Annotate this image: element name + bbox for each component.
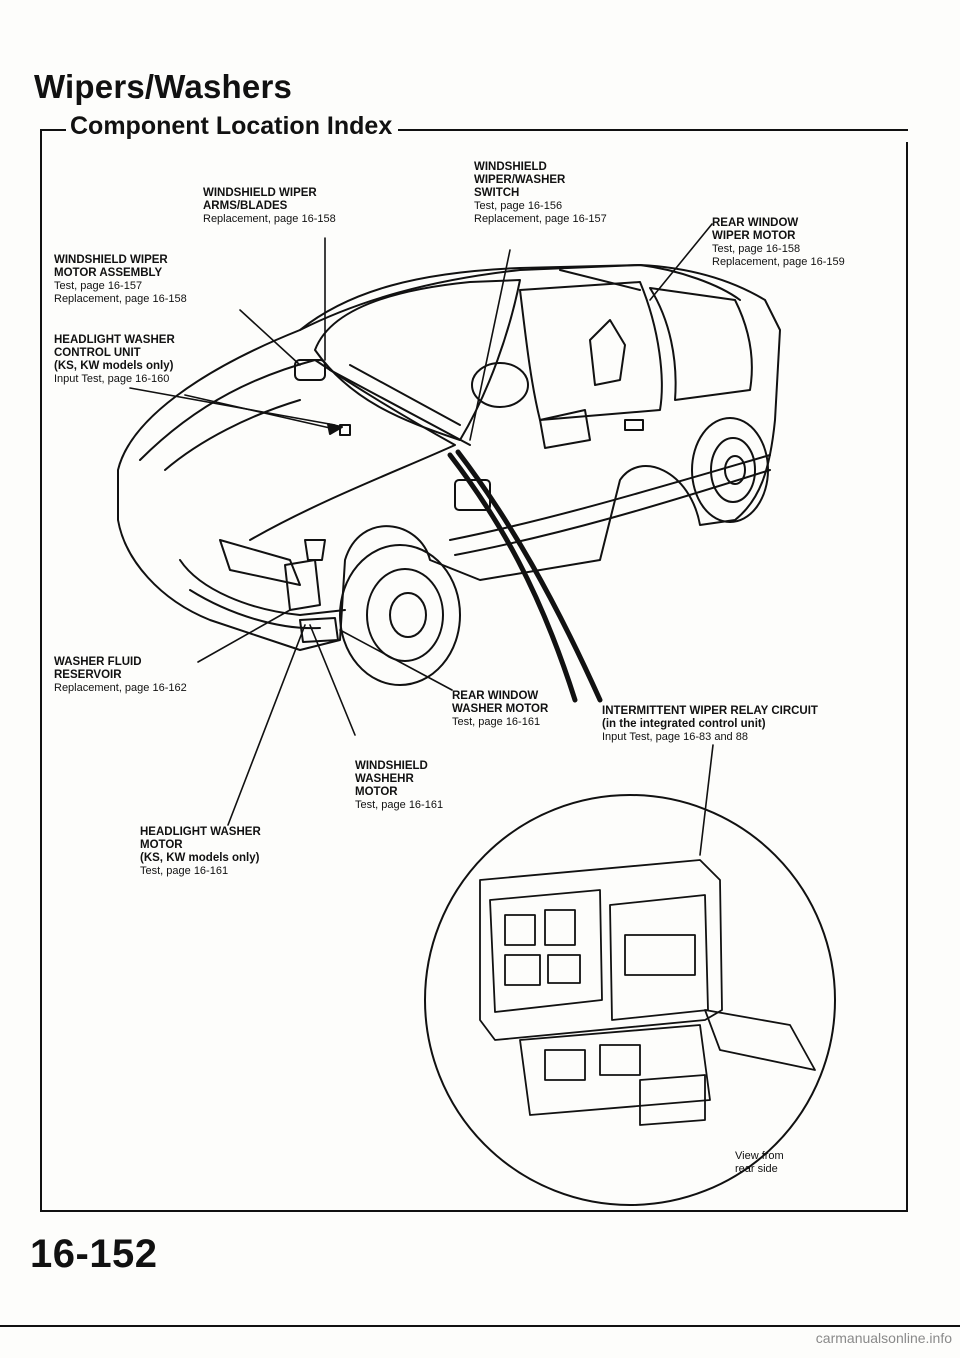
- callout-heading: MOTOR: [140, 839, 183, 851]
- car-illustration: [117, 264, 781, 686]
- callout-rear-washer-motor: REAR WINDOW WASHER MOTOR Test, page 16-1…: [452, 690, 548, 729]
- callout-heading: INTERMITTENT WIPER RELAY CIRCUIT: [602, 705, 818, 717]
- callout-page-ref: Input Test, page 16-83 and 88: [602, 731, 748, 743]
- callout-heading: RESERVOIR: [54, 669, 122, 681]
- view-note-line: rear side: [735, 1163, 778, 1175]
- callout-heading: CONTROL UNIT: [54, 347, 141, 359]
- detail-circle: [424, 794, 836, 1206]
- page-title: Wipers/Washers: [34, 68, 293, 105]
- callout-heading: WINDSHIELD: [474, 161, 547, 173]
- callout-page-ref: Test, page 16-161: [355, 799, 444, 811]
- view-note-line: View from: [735, 1150, 784, 1162]
- callout-page-ref: Input Test, page 16-160: [54, 373, 170, 385]
- callout-heading: (KS, KW models only): [140, 852, 260, 864]
- frame-bottom-rule: [40, 1210, 908, 1212]
- callout-page-ref: Replacement, page 16-158: [203, 213, 336, 225]
- callout-heading: HEADLIGHT WASHER: [140, 826, 261, 838]
- callout-page-ref: Test, page 16-161: [452, 716, 541, 728]
- sweep-pointer: [447, 452, 578, 703]
- callout-page-ref: Test, page 16-158: [712, 243, 801, 255]
- callout-page-ref: Replacement, page 16-162: [54, 682, 187, 694]
- frame-top-rule: [40, 129, 908, 131]
- callout-wiper-motor-assembly: WINDSHIELD WIPER MOTOR ASSEMBLY Test, pa…: [54, 254, 187, 306]
- frame-right-rule: [906, 142, 908, 1211]
- callout-heading: HEADLIGHT WASHER: [54, 334, 175, 346]
- callout-heading: WINDSHIELD WIPER: [54, 254, 168, 266]
- callout-heading: SWITCH: [474, 187, 520, 199]
- callout-page-ref: Test, page 16-157: [54, 280, 143, 292]
- callout-heading: (KS, KW models only): [54, 360, 174, 372]
- callout-heading: MOTOR ASSEMBLY: [54, 267, 163, 279]
- callout-rear-wiper-motor: REAR WINDOW WIPER MOTOR Test, page 16-15…: [712, 217, 845, 269]
- callout-heading: WIPER MOTOR: [712, 230, 796, 242]
- callout-heading: ARMS/BLADES: [203, 200, 288, 212]
- callout-wiper-washer-switch: WINDSHIELD WIPER/WASHER SWITCH Test, pag…: [474, 161, 607, 226]
- page-number: 16-152: [30, 1232, 158, 1276]
- callout-page-ref: Replacement, page 16-158: [54, 293, 187, 305]
- frame-left-rule: [40, 129, 42, 1211]
- callout-heading: (in the integrated control unit): [602, 718, 766, 730]
- callout-heading: REAR WINDOW: [712, 217, 799, 229]
- integrated-control-unit: [479, 859, 816, 1126]
- callout-heading: MOTOR: [355, 786, 398, 798]
- callout-view-note: View from rear side: [735, 1150, 784, 1176]
- section-title: Component Location Index: [66, 112, 399, 141]
- callout-heading: WINDSHIELD: [355, 760, 428, 772]
- callout-page-ref: Replacement, page 16-157: [474, 213, 607, 225]
- callout-headlight-washer-control: HEADLIGHT WASHER CONTROL UNIT (KS, KW mo…: [54, 334, 175, 386]
- callout-intermittent-relay: INTERMITTENT WIPER RELAY CIRCUIT (in the…: [602, 705, 818, 744]
- callout-heading: WASHEHR: [355, 773, 414, 785]
- callout-washer-fluid-reservoir: WASHER FLUID RESERVOIR Replacement, page…: [54, 656, 187, 695]
- callout-windshield-washer-motor: WINDSHIELD WASHEHR MOTOR Test, page 16-1…: [355, 760, 443, 812]
- callout-heading: REAR WINDOW: [452, 690, 539, 702]
- callout-headlight-washer-motor: HEADLIGHT WASHER MOTOR (KS, KW models on…: [140, 826, 261, 878]
- callout-wiper-arms: WINDSHIELD WIPER ARMS/BLADES Replacement…: [203, 187, 336, 226]
- callout-page-ref: Test, page 16-161: [140, 865, 229, 877]
- callout-page-ref: Test, page 16-156: [474, 200, 563, 212]
- callout-heading: WASHER MOTOR: [452, 703, 549, 715]
- callout-page-ref: Replacement, page 16-159: [712, 256, 845, 268]
- callout-heading: WIPER/WASHER: [474, 174, 566, 186]
- footer-url: carmanualsonline.info: [815, 1330, 952, 1346]
- footer-rule: [0, 1325, 960, 1327]
- callout-heading: WINDSHIELD WIPER: [203, 187, 317, 199]
- callout-heading: WASHER FLUID: [54, 656, 142, 668]
